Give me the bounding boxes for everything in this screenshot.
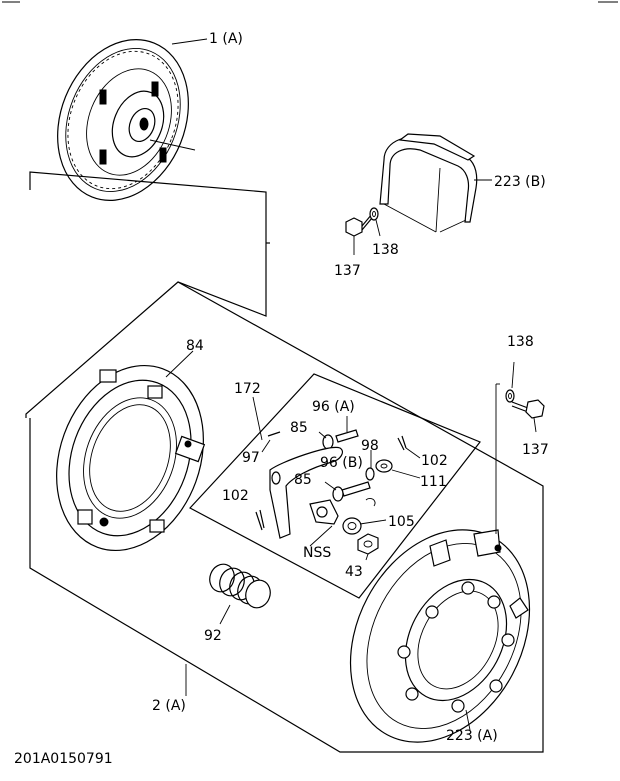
washer-top (369, 207, 381, 237)
label-bolt-top: 137 (334, 263, 361, 279)
label-washer-111: 111 (420, 474, 447, 490)
label-pin-102-right: 102 (421, 453, 448, 469)
label-pin-85-mid: 85 (294, 472, 312, 488)
label-pin-97: 97 (242, 450, 260, 466)
washer-right (505, 361, 515, 403)
label-nss: NSS (303, 545, 331, 561)
assembly-outline (25, 171, 544, 753)
label-washer-right: 138 (507, 334, 534, 350)
label-cover-b: 223 (B) (494, 174, 546, 190)
part-labels: 1 (A) 223 (B) 138 137 84 172 96 (A) 85 9… (14, 31, 549, 767)
label-nut-105: 105 (388, 514, 415, 530)
label-pin-96a: 96 (A) (312, 399, 355, 415)
pressure-plate (56, 350, 206, 552)
label-nut-43: 43 (345, 564, 363, 580)
label-washer-top: 138 (372, 242, 399, 258)
label-pin-85-top: 85 (290, 420, 308, 436)
label-disc: 1 (A) (209, 31, 243, 47)
lever-subbox (189, 373, 481, 599)
label-pin-98: 98 (361, 438, 379, 454)
lever-parts (255, 416, 421, 561)
label-plate: 84 (186, 338, 204, 354)
label-cover-a: 223 (A) (446, 728, 498, 744)
label-pin-96b: 96 (B) (320, 455, 363, 471)
cover-a (349, 529, 531, 743)
label-bolt-right: 137 (522, 442, 549, 458)
bolt-top (345, 213, 373, 255)
diagram-code: 201A0150791 (14, 751, 113, 767)
spring (209, 563, 271, 625)
label-spring-92: 92 (204, 628, 222, 644)
bolt-right (511, 399, 545, 433)
label-pin-102-left: 102 (222, 488, 249, 504)
label-lever-assy: 172 (234, 381, 261, 397)
cover-b (379, 133, 492, 233)
clutch-disc (57, 38, 208, 201)
label-clutch-assy: 2 (A) (152, 698, 186, 714)
